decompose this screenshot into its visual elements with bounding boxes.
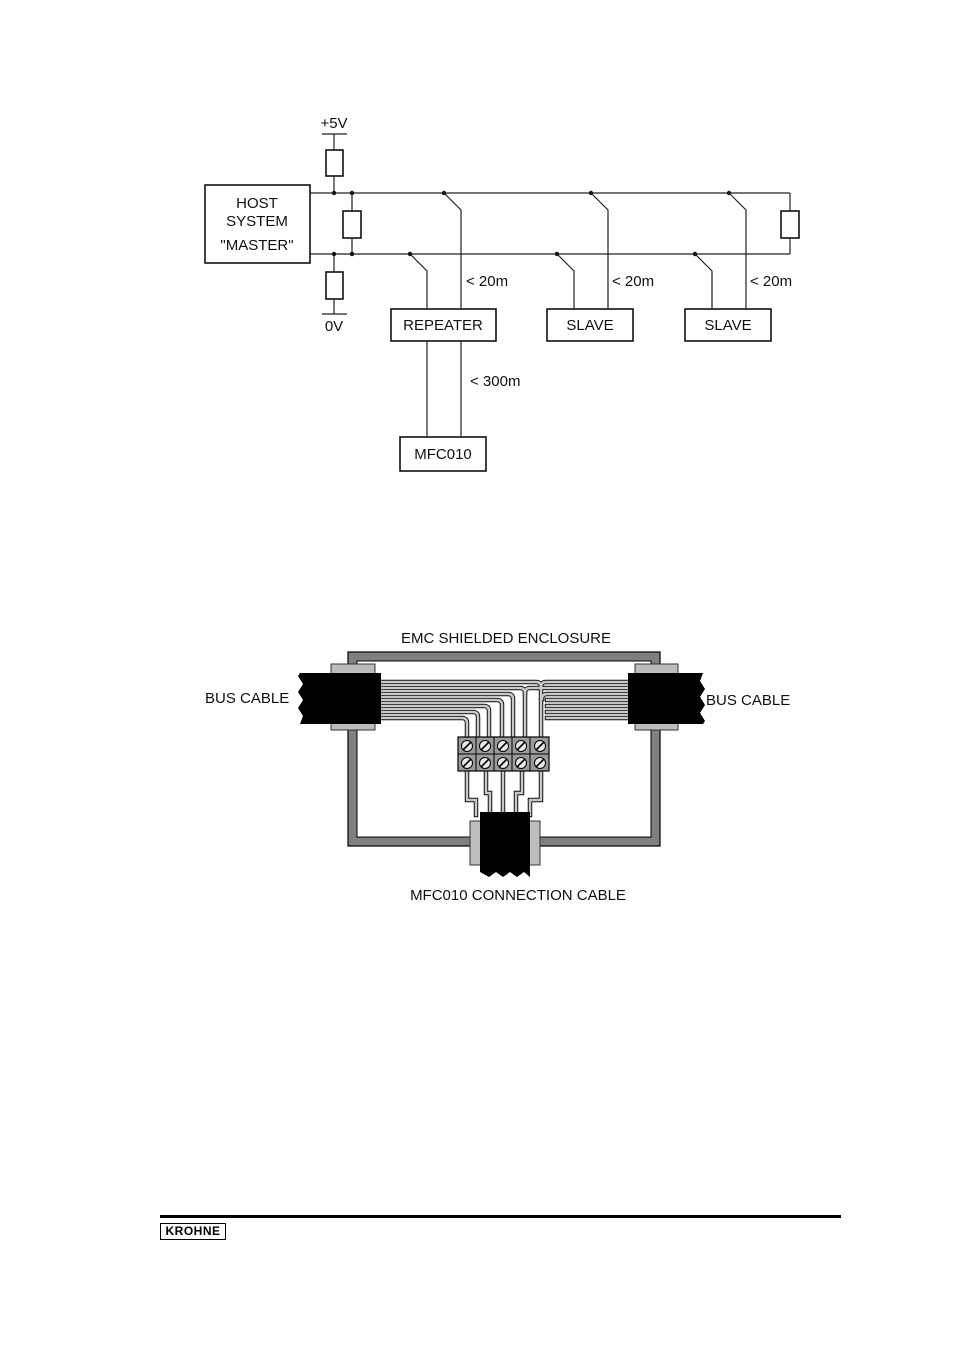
bus-cable-left (298, 673, 381, 724)
stub-repeater-a (444, 193, 461, 309)
bus-cable-left-label: BUS CABLE (205, 690, 289, 707)
termination-resistor-left (343, 211, 361, 238)
connection-cable (480, 812, 530, 877)
emc-enclosure-diagram: EMC SHIELDED ENCLOSURE (205, 630, 790, 904)
enclosure-title: EMC SHIELDED ENCLOSURE (401, 630, 611, 647)
footer-rule (160, 1215, 841, 1218)
repeater-link-length-label: < 300m (470, 373, 520, 390)
supply-plus-label: +5V (320, 115, 347, 132)
stub-slave2-a (729, 193, 746, 309)
terminal-block (458, 737, 549, 771)
supply-zero-label: 0V (325, 318, 343, 335)
stub-length-label-2: < 20m (612, 273, 654, 290)
pulldown-resistor (326, 272, 343, 299)
mfc010-label: MFC010 (414, 446, 472, 463)
stub-repeater-b (410, 254, 427, 309)
bus-topology-diagram: +5V 0V HOST SYSTE (205, 115, 799, 471)
connection-cable-label: MFC010 CONNECTION CABLE (410, 887, 626, 904)
host-label-line2: SYSTEM (226, 213, 288, 230)
stub-slave2-b (695, 254, 712, 309)
slave2-label: SLAVE (704, 317, 751, 334)
host-label-line3: "MASTER" (220, 237, 293, 254)
repeater-label: REPEATER (403, 317, 483, 334)
bus-cable-right-label: BUS CABLE (706, 692, 790, 709)
krohne-logo: KROHNE (160, 1223, 226, 1240)
stub-slave1-a (591, 193, 608, 309)
bus-cable-right (628, 673, 705, 724)
stub-slave1-b (557, 254, 574, 309)
stub-length-label-1: < 20m (466, 273, 508, 290)
host-label-line1: HOST (236, 195, 278, 212)
stub-length-label-3: < 20m (750, 273, 792, 290)
slave1-label: SLAVE (566, 317, 613, 334)
pullup-resistor (326, 150, 343, 176)
termination-resistor-right (781, 211, 799, 238)
